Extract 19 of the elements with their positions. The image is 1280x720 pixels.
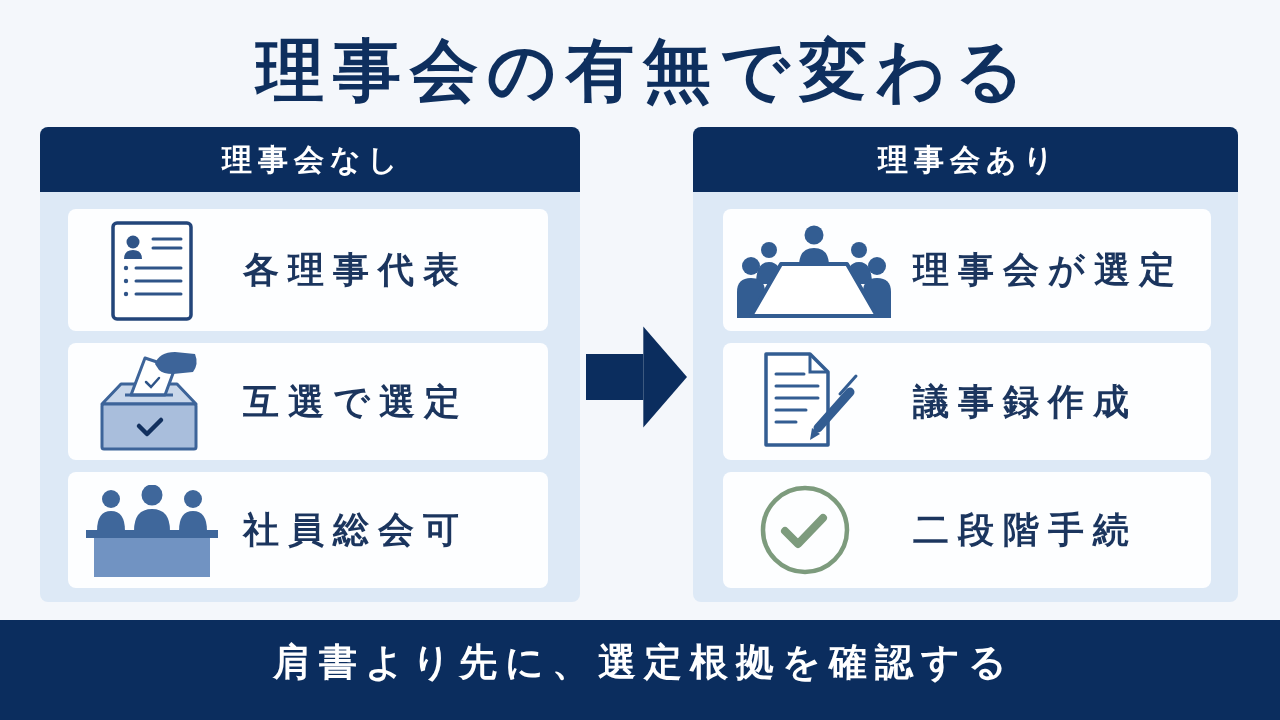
panel-header: 理事会あり [693, 127, 1238, 192]
card-label: 互選で選定 [243, 379, 469, 424]
card [723, 343, 1211, 460]
panel-header: 理事会なし [40, 127, 580, 192]
title: 理事会の有無で変わる [253, 30, 1035, 112]
card-label: 二段階手続 [913, 508, 1138, 552]
card-label: 理事会が選定 [913, 248, 1184, 292]
card [68, 209, 548, 331]
block-arrow [586, 326, 687, 428]
card [723, 209, 1211, 331]
card [68, 343, 548, 460]
card [68, 472, 548, 588]
panel [40, 127, 580, 602]
panel [693, 127, 1238, 602]
banner: 肩書より先に、選定根拠を確認する [0, 620, 1280, 720]
card-label: 各理事代表 [243, 248, 468, 292]
card-label: 社員総会可 [243, 508, 468, 552]
card [723, 472, 1211, 588]
card-label: 議事録作成 [913, 379, 1138, 424]
